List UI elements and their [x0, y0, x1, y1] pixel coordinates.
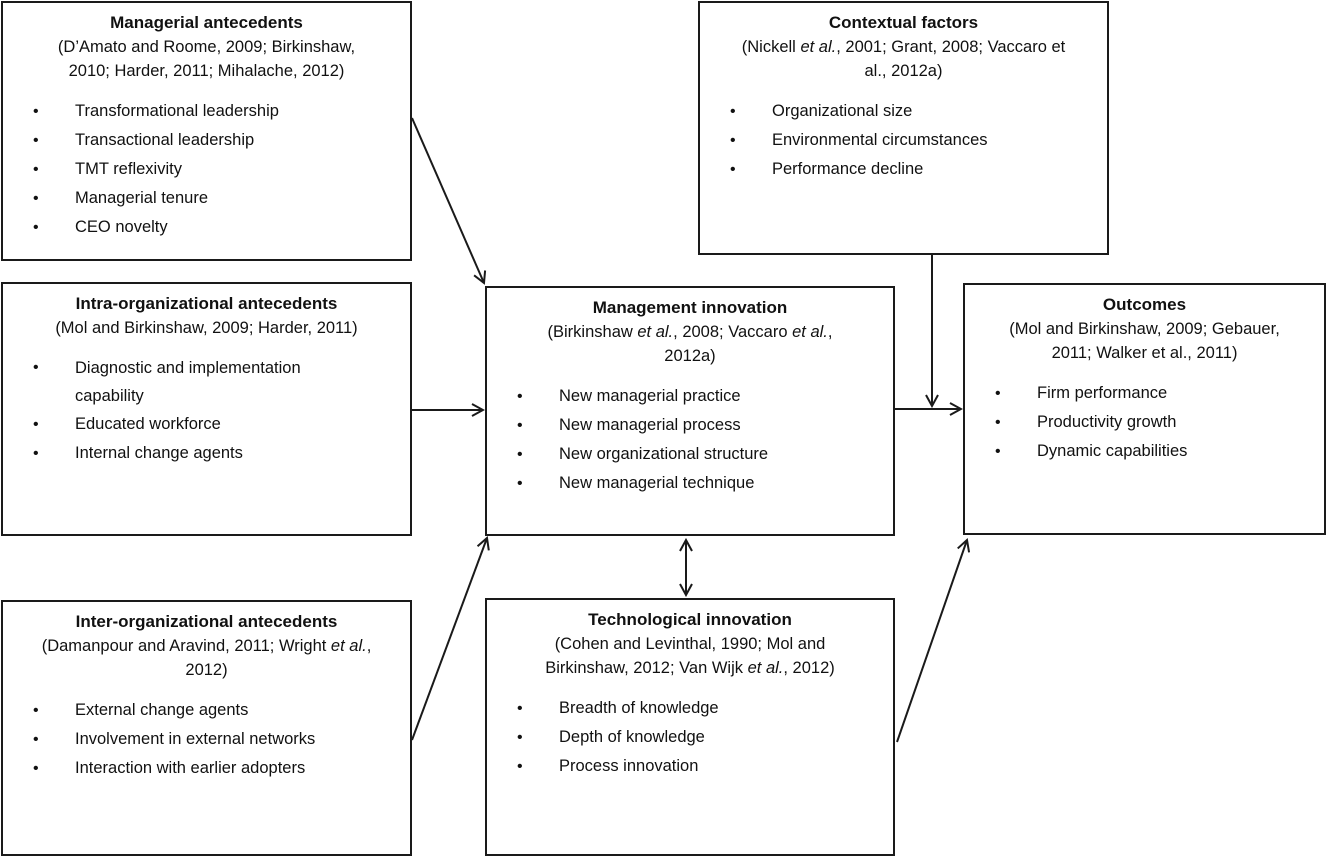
contextual-factors-title: Contextual factors [828, 13, 979, 32]
managerial-antecedents-box: Managerial antecedents (D’Amato and Room… [1, 1, 412, 261]
outcomes-cite-line-1: (Mol and Birkinshaw, 2009; Gebauer, [1009, 320, 1280, 338]
list-item: External change agents [13, 696, 400, 725]
list-item: New managerial practice [497, 382, 883, 411]
managerial-cite-line-1: D’Amato and Roome, 2009; Birkinshaw, [63, 38, 356, 56]
list-item: Involvement in external networks [13, 725, 400, 754]
contextual-cite-et-al: et al. [800, 38, 837, 56]
inter-cite-line-1b: , [366, 637, 372, 655]
list-item: Dynamic capabilities [975, 437, 1314, 466]
management-innovation-list: New managerial practice New managerial p… [497, 382, 883, 498]
management-cite-et-al-1: et al. [637, 323, 674, 341]
list-item: TMT reflexivity [13, 155, 400, 184]
management-innovation-citation: (Birkinshaw et al., 2008; Vaccaro et al.… [497, 320, 883, 368]
inter-cite-et-al: et al. [330, 637, 367, 655]
inter-cite-line-1a: (Damanpour and Aravind, 2011; Wright [41, 637, 331, 655]
contextual-cite-line-2: al., 2012a) [864, 62, 943, 80]
list-item: Depth of knowledge [497, 723, 883, 752]
inter-organizational-antecedents-box: Inter-organizational antecedents (Damanp… [1, 600, 412, 856]
outcomes-cite-line-2: 2011; Walker et al., 2011) [1051, 344, 1238, 362]
technological-cite-2a: Birkinshaw, 2012; Van Wijk [545, 659, 748, 677]
technological-innovation-box: Technological innovation (Cohen and Levi… [485, 598, 895, 856]
inter-organizational-list: External change agents Involvement in ex… [13, 696, 400, 783]
list-item: Firm performance [975, 379, 1314, 408]
list-item: Diagnostic and implementation capability [13, 354, 400, 410]
contextual-cite-1a: (Nickell [741, 38, 801, 56]
list-item: Educated workforce [13, 410, 400, 439]
list-item: Organizational size [710, 97, 1097, 126]
inter-organizational-antecedents-title: Inter-organizational antecedents [75, 612, 338, 631]
list-item: Interaction with earlier adopters [13, 754, 400, 783]
technological-cite-line-1: (Cohen and Levinthal, 1990; Mol and [554, 635, 826, 653]
list-item: New organizational structure [497, 440, 883, 469]
list-item: Breadth of knowledge [497, 694, 883, 723]
technological-cite-2b: , 2012) [783, 659, 835, 677]
technological-innovation-list: Breadth of knowledge Depth of knowledge … [497, 694, 883, 781]
inter-organizational-citation: (Damanpour and Aravind, 2011; Wright et … [13, 634, 400, 682]
management-cite-et-al-2: et al. [792, 323, 828, 341]
arrow-managerial-to-management [411, 117, 484, 283]
list-item: Transformational leadership [13, 97, 400, 126]
management-cite-line-2: 2012a) [664, 347, 716, 365]
managerial-cite-prefix: ( [57, 38, 64, 56]
list-item: Performance decline [710, 155, 1097, 184]
management-innovation-title: Management innovation [592, 298, 788, 317]
contextual-factors-list: Organizational size Environmental circum… [710, 97, 1097, 184]
managerial-antecedents-title: Managerial antecedents [110, 13, 303, 32]
contextual-factors-citation: (Nickell et al., 2001; Grant, 2008; Vacc… [710, 35, 1097, 83]
managerial-antecedents-citation: (D’Amato and Roome, 2009; Birkinshaw, 20… [13, 35, 400, 83]
technological-cite-et-al: et al. [747, 659, 784, 677]
contextual-factors-box: Contextual factors (Nickell et al., 2001… [698, 1, 1109, 255]
intra-organizational-antecedents-title: Intra-organizational antecedents [75, 294, 338, 313]
management-cite-1b: , 2008; Vaccaro [673, 323, 793, 341]
list-item: Environmental circumstances [710, 126, 1097, 155]
management-innovation-box: Management innovation (Birkinshaw et al.… [485, 286, 895, 536]
technological-innovation-title: Technological innovation [588, 610, 792, 629]
inter-cite-line-2: 2012) [185, 661, 228, 679]
technological-innovation-citation: (Cohen and Levinthal, 1990; Mol and Birk… [497, 632, 883, 680]
intra-organizational-list: Diagnostic and implementation capability… [13, 354, 400, 468]
list-item: Internal change agents [13, 439, 400, 468]
list-item: Productivity growth [975, 408, 1314, 437]
list-item: Transactional leadership [13, 126, 400, 155]
management-cite-1a: (Birkinshaw [547, 323, 638, 341]
list-item: New managerial technique [497, 469, 883, 498]
contextual-cite-1b: , 2001; Grant, 2008; Vaccaro et [836, 38, 1066, 56]
list-item: Managerial tenure [13, 184, 400, 213]
list-item: Process innovation [497, 752, 883, 781]
intra-organizational-antecedents-box: Intra-organizational antecedents (Mol an… [1, 282, 412, 536]
outcomes-title: Outcomes [1102, 295, 1187, 314]
management-cite-1c: , [827, 323, 833, 341]
arrow-inter-to-management [411, 538, 487, 741]
outcomes-citation: (Mol and Birkinshaw, 2009; Gebauer, 2011… [975, 317, 1314, 365]
arrow-technological-to-outcomes [896, 540, 967, 743]
intra-organizational-citation: (Mol and Birkinshaw, 2009; Harder, 2011) [55, 319, 358, 337]
outcomes-list: Firm performance Productivity growth Dyn… [975, 379, 1314, 466]
managerial-cite-line-2: 2010; Harder, 2011; Mihalache, 2012) [68, 62, 345, 80]
list-item: CEO novelty [13, 213, 400, 242]
list-item: New managerial process [497, 411, 883, 440]
managerial-antecedents-list: Transformational leadership Transactiona… [13, 97, 400, 242]
outcomes-box: Outcomes (Mol and Birkinshaw, 2009; Geba… [963, 283, 1326, 535]
